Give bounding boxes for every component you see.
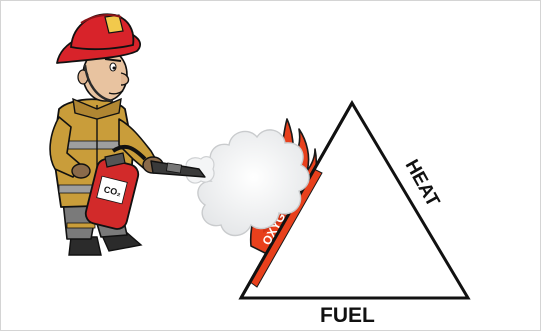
- pants-band: [67, 223, 95, 228]
- helmet-dome: [71, 14, 133, 49]
- nozzle-grip: [166, 163, 181, 173]
- left-glove: [72, 164, 90, 178]
- fuel-label: FUEL: [320, 304, 375, 327]
- fire-extinguisher: CO₂: [84, 147, 205, 231]
- pupil: [113, 67, 116, 70]
- firefighter-head: [57, 14, 140, 101]
